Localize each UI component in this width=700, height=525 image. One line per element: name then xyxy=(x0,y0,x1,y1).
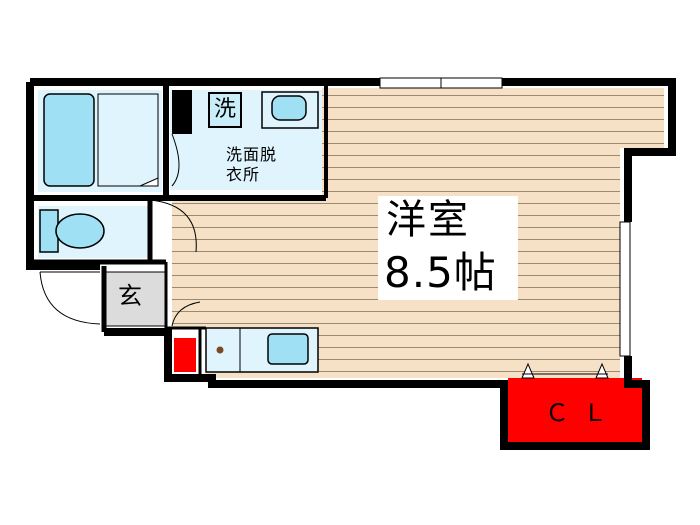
toilet-bowl xyxy=(55,213,105,249)
closet-label: ＣＬ xyxy=(545,399,621,427)
room-label-background xyxy=(378,196,518,300)
walls xyxy=(26,78,676,450)
toilet-room xyxy=(38,199,197,258)
bathroom xyxy=(38,90,162,192)
kitchen-sink xyxy=(267,333,309,365)
washroom xyxy=(170,90,322,190)
washing-machine-mark: 洗 xyxy=(208,92,242,128)
bathtub xyxy=(43,93,95,187)
entrance xyxy=(39,271,201,327)
western-room-size: 8.5帖 xyxy=(384,248,497,297)
closet xyxy=(508,362,642,442)
washroom-label-line2: 衣所 xyxy=(226,165,261,184)
washroom-label-line1: 洗面脱 xyxy=(226,145,278,164)
kitchen xyxy=(174,327,319,373)
stove-burner xyxy=(216,346,224,354)
refrigerator-space xyxy=(174,338,196,372)
western-room-label: 洋室 xyxy=(386,197,470,243)
entrance-label: 玄 xyxy=(118,282,142,310)
